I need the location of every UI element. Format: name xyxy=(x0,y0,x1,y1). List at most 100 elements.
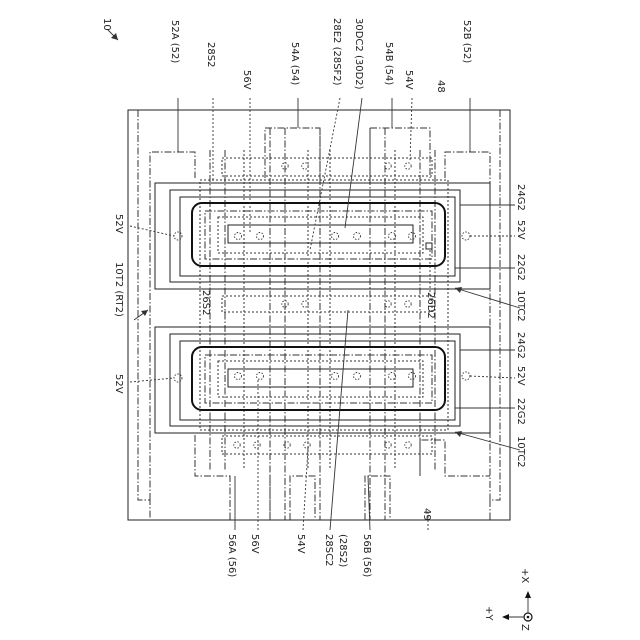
via-upper-5 xyxy=(389,233,396,240)
wiring-54-bottom xyxy=(270,476,315,520)
via-52v-lower-right xyxy=(462,372,470,380)
ref-number-10-label: 10 xyxy=(101,18,112,31)
active-region-lower xyxy=(192,347,445,410)
label-28sc2-sub: (28S2) xyxy=(337,534,348,567)
arrowhead-10tc2-upper xyxy=(455,287,462,293)
dotted-strip-middle xyxy=(222,296,432,312)
z-axis-label: Z xyxy=(519,624,530,631)
label-26d2: 26D2 xyxy=(425,292,436,319)
label-24g2-upper: 24G2 xyxy=(515,184,526,211)
label-54b: 54B (54) xyxy=(383,42,394,85)
dotted-regions xyxy=(200,150,448,470)
label-22g2-upper: 22G2 xyxy=(515,254,526,281)
label-52v-left-upper: 52V xyxy=(113,214,124,234)
label-52b: 52B (52) xyxy=(461,20,472,63)
label-26s2: 26S2 xyxy=(200,290,211,315)
label-54v-bottom: 54V xyxy=(295,534,306,554)
arrowhead-10tc2-lower xyxy=(455,431,462,437)
leader-28e2 xyxy=(310,98,340,250)
transistor-cell-lower xyxy=(155,327,490,433)
via-lower-4 xyxy=(354,373,361,380)
via-lower-3 xyxy=(332,373,339,380)
gate-24g2-lower xyxy=(180,341,455,420)
label-48: 48 xyxy=(435,80,446,93)
active-region-upper xyxy=(192,203,445,266)
via-upper-6 xyxy=(409,233,416,240)
via-top-3 xyxy=(385,163,391,169)
label-56v-top: 56V xyxy=(241,70,252,90)
label-10tc2-lower: 10TC2 xyxy=(515,436,526,468)
leader-lines xyxy=(130,98,520,530)
leader-54v-top xyxy=(410,98,412,162)
gate-24g2-upper xyxy=(180,197,455,276)
via-mid-3 xyxy=(385,301,391,307)
ref-number-10: 10 xyxy=(101,18,118,40)
via-bottom-5 xyxy=(385,442,391,448)
via-lower-6 xyxy=(409,373,416,380)
label-49: 49 xyxy=(421,508,432,521)
column-strip-left xyxy=(210,150,225,470)
leader-52v-left-upper xyxy=(130,226,174,236)
substrate-outline xyxy=(128,110,510,520)
label-52v-left-lower: 52V xyxy=(113,374,124,394)
via-mid-4 xyxy=(405,301,411,307)
label-28e2: 28E2 (28SF2) xyxy=(331,18,342,86)
label-22g2-lower: 22G2 xyxy=(515,398,526,425)
label-56b: 56B (56) xyxy=(361,534,372,577)
y-axis-label: +Y xyxy=(483,606,494,621)
axis-indicator: +X +Y Z xyxy=(483,568,532,631)
z-axis-dot xyxy=(527,616,530,619)
column-strip-mid-right xyxy=(370,128,385,520)
via-top-4 xyxy=(405,163,411,169)
via-top-2 xyxy=(302,163,308,169)
label-52v-right-upper: 52V xyxy=(515,220,526,240)
transistor-cell-upper xyxy=(155,183,490,289)
via-52v-upper-left xyxy=(174,232,182,240)
wiring-52b-top xyxy=(445,152,490,500)
via-upper-1 xyxy=(235,233,242,240)
via-upper-3 xyxy=(332,233,339,240)
label-28sc2: 28SC2 xyxy=(323,534,334,566)
label-52v-right-lower: 52V xyxy=(515,366,526,386)
column-strip-mid-left xyxy=(270,128,285,520)
label-56a: 56A (56) xyxy=(226,534,237,577)
label-10t2: 10T2 (RT2) xyxy=(113,262,124,317)
leader-54v-bottom xyxy=(303,448,308,530)
x-axis-label: +X xyxy=(519,568,530,583)
leader-30dc2 xyxy=(345,98,362,228)
via-lower-2 xyxy=(257,373,264,380)
via-bottom-2 xyxy=(254,442,260,448)
via-lower-5 xyxy=(389,373,396,380)
label-52a: 52A (52) xyxy=(169,20,180,63)
dotted-strip-top xyxy=(222,158,432,176)
label-30dc2: 30DC2 (30D2) xyxy=(353,18,364,90)
wiring-52b-bottom xyxy=(420,440,490,476)
wiring-52a-top xyxy=(150,152,195,500)
label-54v-top: 54V xyxy=(403,70,414,90)
y-axis-arrowhead xyxy=(502,614,509,620)
via-upper-2 xyxy=(257,233,264,240)
via-mid-2 xyxy=(302,301,308,307)
substrate-inner-dashed xyxy=(138,110,500,520)
via-bottom-6 xyxy=(405,442,411,448)
drain-region-upper xyxy=(205,211,432,259)
via-52v-lower-left xyxy=(174,374,182,382)
label-54a: 54A (54) xyxy=(289,42,300,85)
leader-52v-left-lower xyxy=(130,378,174,382)
arrowhead-10t2 xyxy=(141,310,148,316)
via-upper-4 xyxy=(354,233,361,240)
wiring-regions xyxy=(150,128,490,520)
leader-52v-right-lower xyxy=(470,376,515,378)
x-axis-arrowhead xyxy=(525,591,531,598)
via-bottom-1 xyxy=(234,442,240,448)
label-56v-bottom: 56V xyxy=(249,534,260,554)
label-10tc2-upper: 10TC2 xyxy=(515,290,526,322)
via-52v-upper-right xyxy=(462,232,470,240)
via-lower-1 xyxy=(235,373,242,380)
contact-26d2 xyxy=(426,243,432,249)
label-24g2-lower: 24G2 xyxy=(515,332,526,359)
wiring-54b-top xyxy=(370,128,430,178)
wiring-54a-top xyxy=(265,128,320,178)
label-28s2: 28S2 xyxy=(205,42,216,67)
